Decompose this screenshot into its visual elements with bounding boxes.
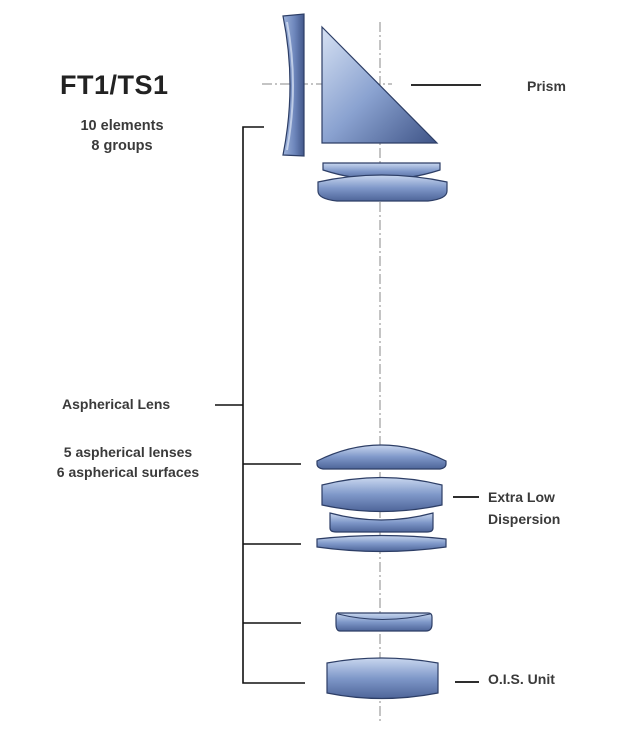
model-title: FT1/TS1 <box>60 70 169 100</box>
prism <box>321 25 439 144</box>
prism-label: Prism <box>527 78 566 94</box>
extra-low-dispersion-label: Extra Low Dispersion <box>488 486 560 530</box>
front-lens-highlight <box>286 21 294 151</box>
ed-lens-front <box>321 476 443 513</box>
aspherical-bracket <box>215 126 305 684</box>
aspherical-lens-3 <box>335 612 433 632</box>
aspherical-lens-3-surface <box>337 613 431 620</box>
aspherical-lens-1 <box>316 444 447 470</box>
aspherical-description: 5 aspherical lenses 6 aspherical surface… <box>44 442 212 482</box>
aspherical-surfaces-count: 6 aspherical surfaces <box>56 464 200 480</box>
ed-lens-rear <box>329 512 434 533</box>
ois-lens <box>326 657 439 700</box>
element-count: 10 elements 8 groups <box>60 116 184 156</box>
groups-line: 8 groups <box>91 138 153 154</box>
aspherical-lens-2 <box>316 534 447 553</box>
elements-line: 10 elements <box>80 118 164 134</box>
ed-label-line2: Dispersion <box>488 511 561 527</box>
aspherical-lens-label: Aspherical Lens <box>62 396 171 412</box>
ois-unit-label: O.I.S. Unit <box>488 671 555 687</box>
aspherical-lenses-count: 5 aspherical lenses <box>63 444 193 460</box>
ed-label-line1: Extra Low <box>488 489 555 505</box>
lens-group-1-lower <box>317 174 448 202</box>
